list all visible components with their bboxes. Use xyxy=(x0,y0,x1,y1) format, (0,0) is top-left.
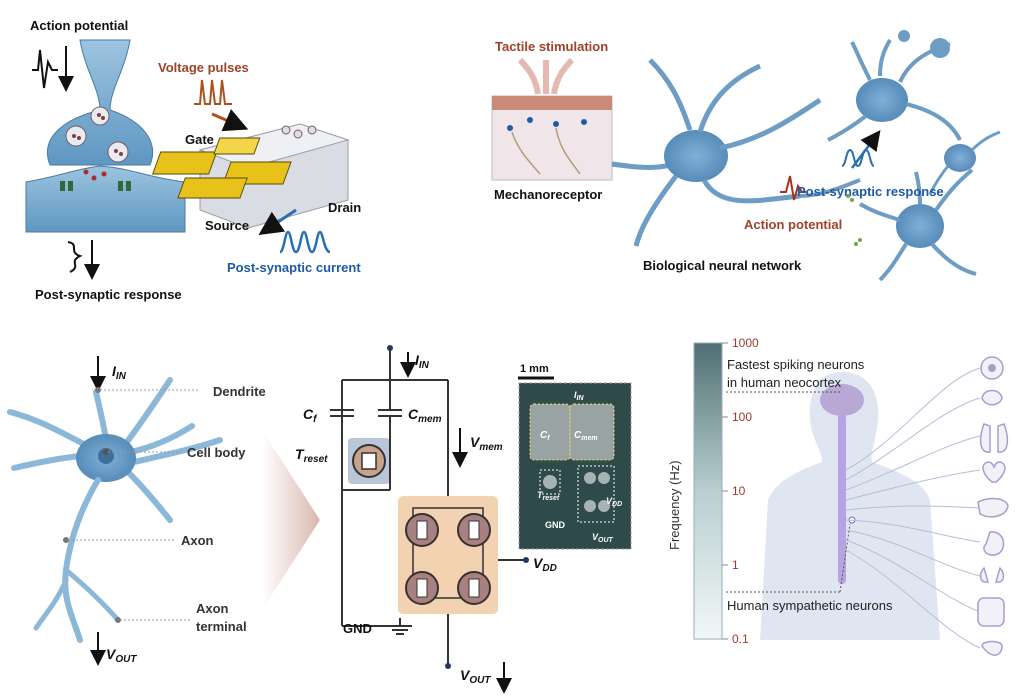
transition-arrow xyxy=(262,430,320,610)
network-post-synaptic-label: Post-synaptic response xyxy=(797,184,944,199)
axon-label: Axon xyxy=(181,533,214,548)
main-neuron-body xyxy=(664,130,728,182)
circuit-vmem-label: Vmem xyxy=(470,434,503,453)
synapse-panel: Action potential Post-synaptic response xyxy=(25,18,186,302)
voltage-pulses-label: Voltage pulses xyxy=(158,60,249,75)
circuit-panel: IIN Cf Cmem Vmem Treset VDD xyxy=(295,345,557,694)
chip-cf-label: Cf xyxy=(540,430,550,442)
post-synaptic-waveform xyxy=(841,148,875,168)
bladder-icon xyxy=(981,640,1003,656)
frequency-ticks: 1000 100 10 1 0.1 xyxy=(722,336,759,646)
fastest-neurons-label-line2: in human neocortex xyxy=(727,375,842,390)
chip-treset-label: Treset xyxy=(537,490,560,502)
neuron-axon xyxy=(62,477,101,643)
neuron-i-in-label: IIN xyxy=(112,363,127,382)
cell-body-label: Cell body xyxy=(187,445,246,460)
sympathetic-neurons-label: Human sympathetic neurons xyxy=(727,598,893,613)
postsynaptic-membrane xyxy=(25,165,186,233)
voltage-pulses-waveform xyxy=(194,79,232,105)
source-label: Source xyxy=(205,218,249,233)
intestine-icon xyxy=(977,597,1005,627)
circuit-cmem-label: Cmem xyxy=(408,406,442,425)
circuit-vdd-label: VDD xyxy=(533,555,557,574)
post-synaptic-response-label: Post-synaptic response xyxy=(35,287,182,302)
lungs-icon xyxy=(979,423,1009,453)
spike-waveform-icon xyxy=(32,49,58,89)
gate-label: Gate xyxy=(185,132,214,147)
chip-gnd-label: GND xyxy=(545,520,566,530)
stomach-icon xyxy=(983,531,1005,556)
dendrite-label: Dendrite xyxy=(213,384,266,399)
frequency-panel: Frequency (Hz) 1000 100 10 1 0.1 Fastest spi… xyxy=(667,336,1009,656)
post-synaptic-current-label: Post-synaptic current xyxy=(227,260,361,275)
presynaptic-terminal xyxy=(47,39,154,166)
salivary-gland-icon xyxy=(981,389,1003,406)
frequency-axis-label: Frequency (Hz) xyxy=(667,460,682,550)
current-pulses-waveform xyxy=(279,230,331,254)
heart-icon xyxy=(982,461,1006,483)
circuit-treset-label: Treset xyxy=(295,446,328,465)
chip-scale-label: 1 mm xyxy=(520,363,549,375)
circuit-gnd-label: GND xyxy=(343,621,372,636)
network-panel: Tactile stimulation Mechanoreceptor Acti… xyxy=(491,30,1001,282)
frequency-tick-label: 0.1 xyxy=(732,632,749,646)
network-action-potential-label: Action potential xyxy=(744,217,842,232)
frequency-gradient-bar xyxy=(693,342,723,640)
chip-vout-label: VOUT xyxy=(592,532,614,544)
tactile-stimulation-label: Tactile stimulation xyxy=(495,39,608,54)
axon-terminal-label-line2: terminal xyxy=(196,619,247,634)
action-potential-waveform xyxy=(780,175,806,201)
frequency-tick-label: 100 xyxy=(732,410,752,424)
circuit-vout-label: VOUT xyxy=(460,667,491,686)
neuron-panel: IIN Dendrite Cell body Axon Axon termina… xyxy=(7,356,266,666)
chip-panel: 1 mm Cf Cmem IIN Treset VDD GND VOUT xyxy=(518,363,632,550)
neuron-v-out-label: VOUT xyxy=(106,646,137,665)
chip-vdd-label: VDD xyxy=(606,496,622,508)
circuit-i-in-label: IIN xyxy=(415,352,430,371)
fastest-neurons-label-line1: Fastest spiking neurons xyxy=(727,357,865,372)
human-body-silhouette xyxy=(760,372,940,640)
circuit-cf-label: Cf xyxy=(303,406,318,425)
action-potential-label: Action potential xyxy=(30,18,128,33)
drain-label: Drain xyxy=(328,200,361,215)
chip-iin-label: IIN xyxy=(574,390,584,402)
chip-cmem-label: Cmem xyxy=(574,430,598,442)
mechanoreceptor-label: Mechanoreceptor xyxy=(494,187,602,202)
frequency-tick-label: 1000 xyxy=(732,336,759,350)
frequency-tick-label: 1 xyxy=(732,558,739,572)
kidneys-icon xyxy=(979,566,1005,583)
axon-terminal-label-line1: Axon xyxy=(196,601,229,616)
transistor-panel: Voltage pulses Gate Source Drain Post-sy… xyxy=(151,60,361,275)
response-waveform-icon xyxy=(67,241,83,273)
frequency-tick-label: 10 xyxy=(732,484,746,498)
liver-icon xyxy=(977,497,1009,518)
biological-neural-network-label: Biological neural network xyxy=(643,258,802,273)
